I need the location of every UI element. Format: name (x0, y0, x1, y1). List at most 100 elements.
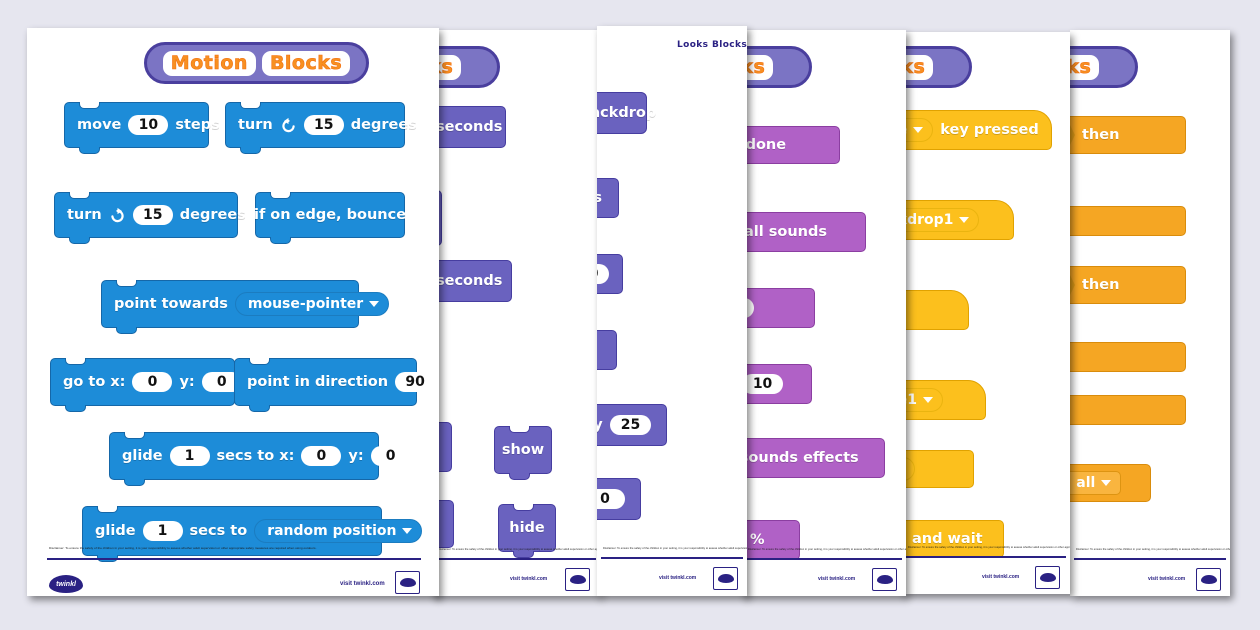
point-in-direction-input[interactable]: 90 (395, 371, 436, 393)
looks-set-size-block[interactable]: % (597, 330, 617, 370)
point-towards-dropdown[interactable]: mouse-pointer (234, 292, 390, 316)
go-to-x-input[interactable]: 0 (132, 371, 173, 393)
turn-ccw-degrees-input[interactable]: 15 (303, 114, 344, 136)
events-when-sprite-clicked-block[interactable]: icked (902, 290, 969, 330)
control-if-then-else-block[interactable]: then (1070, 266, 1186, 304)
motion-move-steps-block[interactable]: move 10 steps (64, 102, 220, 154)
looks-switch-backdrop-block[interactable]: t backdrop (597, 92, 656, 134)
page-title-events-clipped: cks (902, 54, 934, 80)
move-steps-input[interactable]: 10 (128, 114, 169, 136)
motion-point-in-direction-block[interactable]: point in direction 90 (234, 358, 436, 412)
backdrop-dropdown[interactable]: backdrop1 (902, 208, 980, 232)
control-if-then-arm[interactable] (1070, 206, 1186, 236)
if-on-edge-bounce-label: if on edge, bounce (253, 207, 407, 223)
sound-stop-all-sounds-block[interactable]: stop all sounds (742, 212, 866, 252)
motion-point-towards-block[interactable]: point towards mouse-pointer (101, 280, 390, 334)
glide-secs-input[interactable]: 1 (169, 445, 210, 467)
show-label: show (501, 442, 545, 458)
control-else-bottom-arm[interactable] (1070, 395, 1186, 425)
key-dropdown[interactable]: pace (902, 118, 934, 142)
point-towards-label: point towards (114, 296, 228, 312)
key-pressed-label: key pressed (940, 122, 1039, 138)
footer-visit-looks[interactable]: visit twinkl.com (659, 575, 697, 581)
glide-label-2: glide (95, 523, 136, 539)
turn-label-cw: turn (67, 207, 102, 223)
control-if-then-block[interactable]: then (1070, 116, 1186, 154)
footer-visit-control[interactable]: visit twinkl.com (1148, 576, 1186, 582)
motion-if-on-edge-bounce-block[interactable]: if on edge, bounce (253, 192, 407, 244)
stop-target-dropdown[interactable]: all (1070, 471, 1122, 495)
twinkl-badge-looks (713, 567, 738, 590)
twinkl-badge-sound (872, 568, 897, 591)
events-broadcast-and-wait-block[interactable]: and wait (902, 520, 1004, 558)
page-title-word-motion: Motion (162, 50, 256, 76)
motion-glide-secs-to-xy-block[interactable]: glide 1 secs to x: 0 y: 0 (109, 432, 411, 486)
twinkl-logo[interactable]: twinkl (49, 575, 83, 593)
sound-play-until-done-block[interactable]: until done (742, 126, 840, 164)
looks-hide-block[interactable]: hide (498, 504, 556, 558)
chevron-down-icon (369, 301, 380, 307)
looks-change-effect-by-block[interactable]: 10 (597, 254, 623, 294)
motion-go-to-xy-block[interactable]: go to x: 0 y: 0 (50, 358, 242, 412)
badge-cloud-icon (399, 578, 416, 587)
effects-label: ects (597, 190, 602, 206)
events-when-key-pressed-block[interactable]: pace key pressed (902, 110, 1052, 150)
events-broadcast-block[interactable]: e1 (902, 450, 974, 488)
sheet-motion-blocks[interactable]: Motion Blocks move 10 steps turn 15 degr… (27, 28, 439, 596)
stop-target-value: all (1076, 475, 1096, 491)
sound-set-volume-block[interactable]: 0 % (742, 520, 800, 560)
looks-say-for-seconds-block[interactable]: seconds (432, 106, 506, 148)
motion-turn-ccw-block[interactable]: turn 15 degrees (225, 102, 417, 154)
sheet-sound-blocks[interactable]: cks until done stop all sounds 100 t by … (742, 30, 906, 596)
boolean-hex-slot-icon-2[interactable] (1070, 274, 1075, 296)
clear-sounds-effects-label: lear sounds effects (742, 450, 859, 466)
boolean-hex-slot-icon[interactable] (1070, 124, 1075, 146)
looks-think-for-seconds-block[interactable]: seconds (432, 260, 512, 302)
footer-visit-sound[interactable]: visit twinkl.com (818, 576, 856, 582)
footer-disclaimer-looks-partial: Disclaimer: To ensure the safety of the … (438, 548, 600, 551)
sheet-events-blocks[interactable]: cks pace key pressed backdrop1 icked (902, 32, 1070, 594)
sheet-looks-blocks-partial[interactable]: cks seconds seconds show (432, 30, 600, 596)
events-when-backdrop-switches-block[interactable]: backdrop1 (902, 200, 1014, 240)
looks-graphic-effects-block[interactable]: ects (597, 178, 619, 218)
turn-cw-degrees-input[interactable]: 15 (132, 204, 173, 226)
control-stop-all-block[interactable]: top all (1070, 464, 1151, 502)
control-else-arm[interactable]: lse (1070, 342, 1186, 372)
glide-target-secs-input[interactable]: 1 (142, 520, 183, 542)
glide-target-dropdown[interactable]: random position (254, 519, 423, 543)
sheet-looks-blocks[interactable]: Looks Blocks t backdrop ects 10 % e by 2… (597, 26, 747, 596)
page-title-sound-clipped: cks (742, 54, 774, 80)
looks-change-size-by-block[interactable]: e by 25 (597, 404, 667, 446)
sheet-control-blocks[interactable]: cks then then lse top all (1070, 30, 1230, 596)
motion-glide-secs-to-target-block[interactable]: glide 1 secs to random position (82, 506, 423, 562)
effect-change-value[interactable]: 10 (597, 263, 610, 285)
footer-visit-events[interactable]: visit twinkl.com (982, 574, 1020, 580)
layer-value[interactable]: 0 (597, 488, 625, 510)
sound-set-effect-block[interactable]: 100 (742, 288, 815, 328)
message-dropdown[interactable]: sage1 (902, 388, 944, 412)
change-by-value[interactable]: 10 (742, 373, 784, 395)
change-size-value[interactable]: 25 (609, 414, 652, 436)
footer-rule-events (906, 556, 1066, 558)
until-done-label: until done (742, 137, 787, 153)
looks-go-to-layer-block[interactable]: o 0 (597, 478, 641, 520)
glide-y-input[interactable]: 0 (370, 445, 411, 467)
and-wait-label: and wait (912, 531, 983, 547)
footer-visit-motion[interactable]: visit twinkl.com (340, 581, 385, 587)
move-label: move (77, 117, 122, 133)
footer-rule-control (1074, 558, 1226, 560)
glide-secs-to-label: secs to (189, 523, 248, 539)
footer-rule-sound (746, 558, 902, 560)
sound-change-effect-by-block[interactable]: t by 10 (742, 364, 812, 404)
glide-x-input[interactable]: 0 (301, 445, 342, 467)
looks-show-block[interactable]: show (494, 426, 552, 480)
motion-turn-cw-block[interactable]: turn 15 degrees (54, 192, 246, 244)
footer-rule-motion (47, 558, 421, 560)
turn-counterclockwise-icon (280, 117, 297, 134)
degrees-label-ccw: degrees (350, 117, 417, 133)
events-when-i-receive-block[interactable]: sage1 (902, 380, 986, 420)
go-to-y-input[interactable]: 0 (201, 371, 242, 393)
sound-clear-effects-block[interactable]: lear sounds effects (742, 438, 885, 478)
footer-visit-looks-partial[interactable]: visit twinkl.com (510, 576, 548, 582)
